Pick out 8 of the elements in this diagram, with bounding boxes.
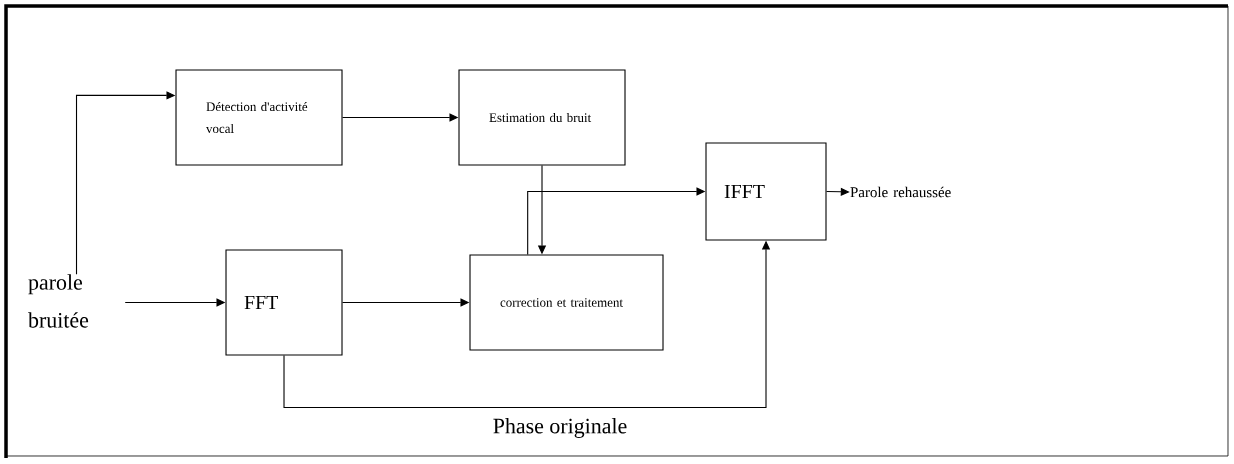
process-box: Estimation du bruit	[458, 69, 626, 166]
process-box: FFT	[225, 249, 343, 356]
process-box: correction et traitement	[469, 254, 664, 351]
process-box: Détection d'activité vocal	[175, 69, 343, 166]
process-box: IFFT	[705, 142, 827, 241]
signal-label: Parole rehaussée	[850, 186, 951, 198]
signal-label: parole bruitée	[28, 274, 89, 328]
edge-label: Phase originale	[491, 417, 629, 439]
